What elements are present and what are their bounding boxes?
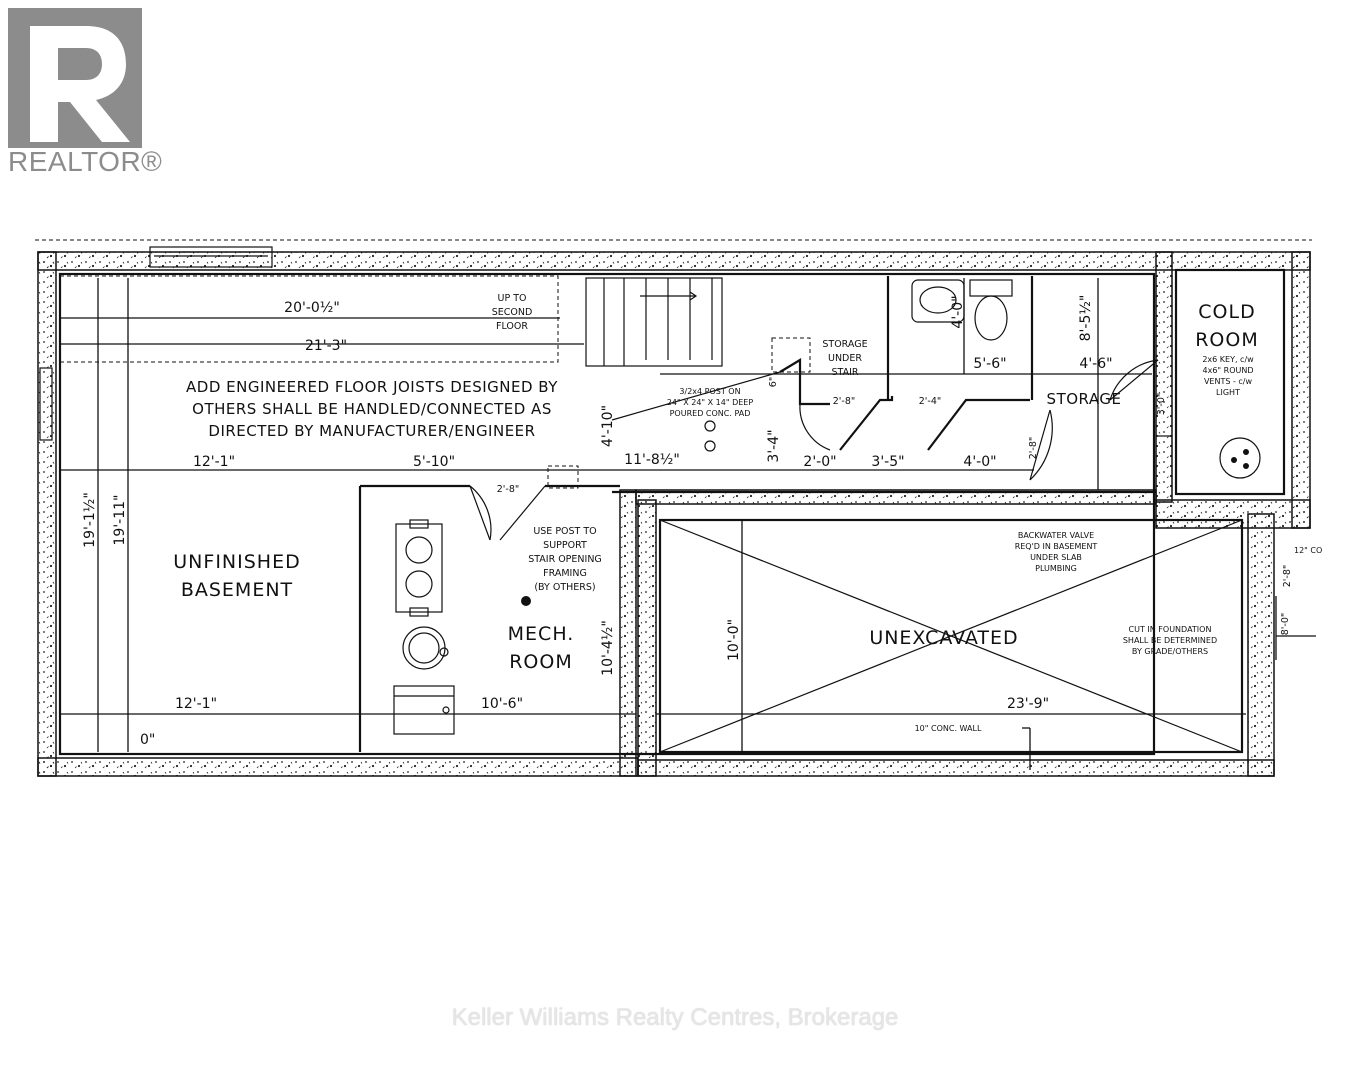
- note-up-to-2: SECOND: [492, 307, 533, 318]
- dim-19-11: 19'-11": [112, 495, 128, 546]
- note-backwater-2: REQ'D IN BASEMENT: [1015, 542, 1098, 551]
- dimension-lines: [60, 278, 1316, 770]
- note-cold-2: 4x6" ROUND: [1203, 366, 1254, 375]
- room-cold-line2: ROOM: [1195, 329, 1259, 351]
- note-use-post-4: FRAMING: [543, 568, 587, 579]
- room-unexcavated: UNEXCAVATED: [869, 627, 1018, 649]
- dim-2-8b: 2'-8": [497, 484, 520, 495]
- floor-drain: [1219, 437, 1261, 479]
- note-post-3: POURED CONC. PAD: [670, 409, 751, 418]
- note-backwater-3: UNDER SLAB: [1030, 553, 1082, 562]
- note-use-post-1: USE POST TO: [533, 526, 596, 537]
- room-storage: STORAGE: [1047, 390, 1122, 408]
- dim-3-5: 3'-5": [871, 454, 904, 470]
- note-use-post-2: SUPPORT: [543, 540, 587, 551]
- dim-5-6: 5'-6": [973, 356, 1006, 372]
- dim-2-8c: 2'-8": [1028, 437, 1039, 460]
- dim-4-0v: 4'-0": [950, 295, 966, 328]
- watermark: Keller Williams Realty Centres, Brokerag…: [404, 1004, 946, 1032]
- note-post-2: 24" X 24" X 14" DEEP: [667, 398, 754, 407]
- note-joists-3: DIRECTED BY MANUFACTURER/ENGINEER: [208, 422, 535, 440]
- note-cold-4: LIGHT: [1216, 388, 1240, 397]
- note-conc-wall: 10" CONC. WALL: [915, 724, 982, 733]
- note-cold-3: VENTS - c/w: [1204, 377, 1253, 386]
- dim-2-0: 2'-0": [803, 454, 836, 470]
- note-joists-2: OTHERS SHALL BE HANDLED/CONNECTED AS: [192, 400, 552, 418]
- dim-23-9: 23'-9": [1007, 696, 1049, 712]
- dim-2-4: 2'-4": [919, 396, 942, 407]
- dim-4-6: 4'-6": [1079, 356, 1112, 372]
- interior-walls: [58, 268, 1286, 756]
- realtor-logo-icon: [8, 8, 142, 148]
- dim-12-1-bot: 12'-1": [175, 696, 217, 712]
- doors: [469, 359, 1172, 541]
- note-use-post-5: (BY OTHERS): [534, 582, 595, 593]
- dim-21-3: 21'-3": [305, 338, 347, 354]
- foundation-walls: [37, 251, 1311, 777]
- dim-3-0: 3'-0": [1156, 393, 1167, 416]
- note-cut-in-1: CUT IN FOUNDATION: [1129, 625, 1212, 634]
- note-use-post-3: STAIR OPENING: [528, 554, 602, 565]
- room-mech-line2: ROOM: [509, 651, 573, 673]
- note-up-to-1: UP TO: [498, 293, 527, 304]
- dim-12-1-top: 12'-1": [193, 454, 235, 470]
- window-top: [149, 246, 273, 268]
- dim-2-8d: 2'-8": [1282, 565, 1293, 588]
- dim-4-10: 4'-10": [600, 405, 616, 447]
- dim-8-5h: 8'-5½": [1078, 295, 1094, 342]
- note-backwater-4: PLUMBING: [1035, 564, 1077, 573]
- mech-equipment: [393, 519, 455, 735]
- dim-10-6: 10'-6": [481, 696, 523, 712]
- note-cut-in-2: SHALL BE DETERMINED: [1123, 636, 1217, 645]
- note-up-to-3: FLOOR: [496, 321, 528, 332]
- realtor-logo-text: REALTOR®: [8, 146, 163, 177]
- dim-8-0: 8'-0": [1280, 613, 1291, 636]
- stair: [585, 277, 723, 367]
- dim-2-8a: 2'-8": [833, 396, 856, 407]
- dim-11-8h: 11'-8½": [624, 452, 680, 468]
- note-cut-in-3: BY GRADE/OTHERS: [1132, 647, 1208, 656]
- note-joists-1: ADD ENGINEERED FLOOR JOISTS DESIGNED BY: [186, 378, 558, 396]
- dim-3-4: 3'-4": [766, 429, 782, 462]
- note-cold-1: 2x6 KEY, c/w: [1202, 355, 1254, 364]
- room-unfinished-line1: UNFINISHED: [173, 551, 300, 573]
- dim-0: 0": [140, 732, 155, 748]
- dim-5-10: 5'-10": [413, 454, 455, 470]
- storage-under-stair-1: STORAGE: [822, 339, 867, 350]
- storage-under-stair-3: STAIR: [832, 367, 859, 378]
- room-cold-line1: COLD: [1198, 301, 1255, 323]
- dim-6: 6": [768, 377, 779, 387]
- dim-19-1h: 19'-1½": [82, 492, 98, 548]
- note-edge: 12" CO: [1294, 546, 1322, 555]
- room-mech-line1: MECH.: [508, 623, 575, 645]
- stair-opening-dashed: [59, 275, 559, 363]
- note-post-1: 3/2x4 POST ON: [679, 387, 740, 396]
- dim-20-0h: 20'-0½": [284, 300, 340, 316]
- storage-under-stair-2: UNDER: [828, 353, 862, 364]
- post-marker: [521, 596, 531, 606]
- dim-10-4h: 10'-4½": [600, 620, 616, 676]
- dim-4-0: 4'-0": [963, 454, 996, 470]
- window-left: [39, 367, 53, 441]
- note-backwater-1: BACKWATER VALVE: [1018, 531, 1094, 540]
- dim-10-0: 10'-0": [726, 619, 742, 661]
- room-unfinished-line2: BASEMENT: [181, 579, 293, 601]
